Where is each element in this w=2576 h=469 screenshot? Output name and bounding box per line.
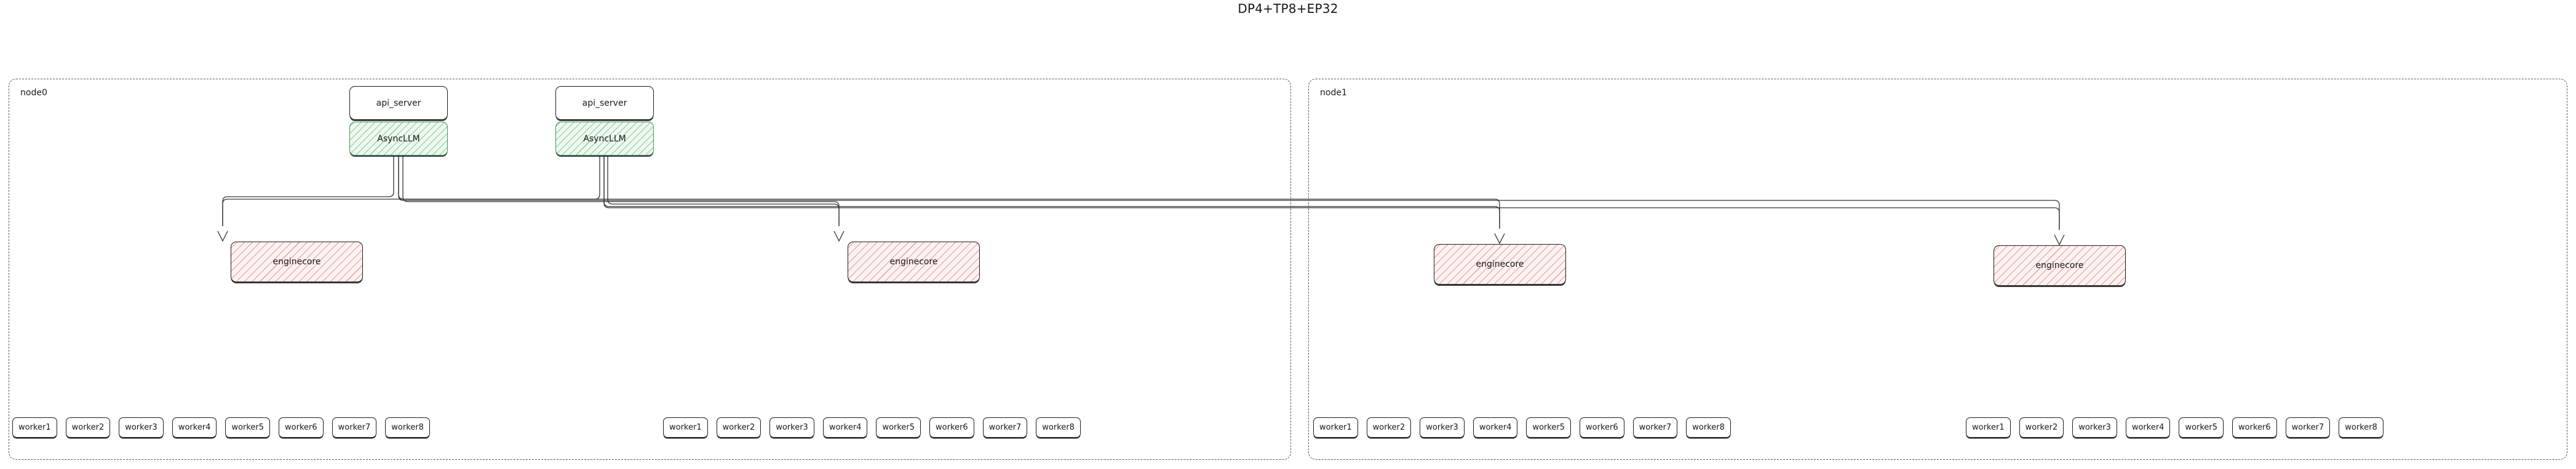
worker-box[interactable]: worker2 [65,417,111,438]
enginecore-label: enginecore [1476,259,1524,269]
worker-label: worker5 [882,423,915,432]
page-title: DP4+TP8+EP32 [1238,1,1338,16]
asyncllm-label: AsyncLLM [377,133,420,144]
worker-label: worker4 [2131,423,2165,432]
worker-box[interactable]: worker2 [716,417,761,438]
worker-label: worker5 [231,423,264,432]
worker-label: worker3 [2078,423,2111,432]
worker-box[interactable]: worker2 [2019,417,2064,438]
worker-label: worker6 [285,423,317,432]
worker-box[interactable]: worker7 [982,417,1028,438]
worker-box[interactable]: worker8 [2339,417,2383,438]
enginecore-label: enginecore [272,257,321,267]
worker-label: worker1 [1972,423,2005,432]
asyncllm-box[interactable]: AsyncLLM [349,122,448,156]
asyncllm-box[interactable]: AsyncLLM [555,122,654,156]
api-server-box[interactable]: api_server [555,86,654,120]
worker-box[interactable]: worker1 [12,417,57,438]
worker-box[interactable]: worker7 [332,417,377,438]
worker-box[interactable]: worker6 [929,417,974,438]
worker-label: worker8 [1692,423,1725,432]
enginecore-box[interactable]: enginecore [231,242,363,282]
worker-box[interactable]: worker6 [1580,417,1624,438]
worker-box[interactable]: worker7 [1632,417,1678,438]
node-cluster-node0: node0 [9,79,1291,460]
enginecore-label: enginecore [889,257,938,267]
api-server-label: api_server [376,98,421,108]
worker-box[interactable]: worker5 [1526,417,1572,438]
asyncllm-label: AsyncLLM [583,133,626,144]
enginecore-box[interactable]: enginecore [848,242,980,282]
worker-label: worker1 [1319,423,1352,432]
worker-box[interactable]: worker5 [876,417,921,438]
worker-box[interactable]: worker4 [172,417,217,438]
worker-label: worker5 [2185,423,2218,432]
worker-label: worker2 [71,423,105,432]
worker-group: worker1 worker2 worker3 worker4 worker5 … [1313,417,1731,438]
worker-label: worker4 [178,423,211,432]
enginecore-box[interactable]: enginecore [1434,244,1566,285]
worker-label: worker7 [338,423,371,432]
worker-box[interactable]: worker7 [2285,417,2331,438]
worker-label: worker6 [936,423,968,432]
worker-group: worker1 worker2 worker3 worker4 worker5 … [12,417,430,438]
worker-box[interactable]: worker8 [1686,417,1731,438]
worker-label: worker3 [1426,423,1458,432]
worker-box[interactable]: worker2 [1366,417,1412,438]
node-cluster-label-node0: node0 [20,88,47,98]
worker-label: worker7 [988,423,1022,432]
worker-box[interactable]: worker1 [1313,417,1358,438]
api-server-box[interactable]: api_server [349,86,448,120]
worker-box[interactable]: worker6 [2232,417,2277,438]
worker-label: worker4 [1479,423,1512,432]
worker-box[interactable]: worker3 [119,417,164,438]
worker-label: worker8 [1042,423,1075,432]
api-server-label: api_server [582,98,627,108]
worker-label: worker5 [1532,423,1565,432]
worker-label: worker6 [1586,423,1618,432]
worker-label: worker4 [829,423,862,432]
worker-box[interactable]: worker1 [663,417,708,438]
worker-label: worker7 [2291,423,2324,432]
worker-box[interactable]: worker4 [822,417,868,438]
worker-label: worker1 [18,423,51,432]
worker-label: worker2 [2025,423,2058,432]
worker-label: worker3 [776,423,808,432]
worker-label: worker8 [391,423,424,432]
worker-label: worker1 [669,423,702,432]
node-cluster-label-node1: node1 [1320,88,1347,98]
worker-box[interactable]: worker5 [2179,417,2224,438]
worker-label: worker2 [1372,423,1405,432]
worker-box[interactable]: worker5 [225,417,271,438]
worker-box[interactable]: worker1 [1966,417,2011,438]
worker-box[interactable]: worker3 [769,417,814,438]
worker-label: worker2 [722,423,755,432]
worker-box[interactable]: worker4 [1473,417,1518,438]
worker-box[interactable]: worker6 [279,417,324,438]
worker-box[interactable]: worker8 [1036,417,1081,438]
worker-box[interactable]: worker3 [2072,417,2117,438]
enginecore-label: enginecore [2035,261,2084,270]
worker-label: worker7 [1639,423,1672,432]
worker-label: worker6 [2238,423,2271,432]
node-cluster-node1: node1 [1308,79,2567,460]
worker-box[interactable]: worker8 [385,417,430,438]
worker-group: worker1 worker2 worker3 worker4 worker5 … [663,417,1081,438]
worker-group: worker1 worker2 worker3 worker4 worker5 … [1966,417,2383,438]
worker-label: worker3 [125,423,157,432]
enginecore-box[interactable]: enginecore [1994,245,2126,286]
worker-box[interactable]: worker4 [2125,417,2171,438]
worker-box[interactable]: worker3 [1420,417,1465,438]
worker-label: worker8 [2345,423,2377,432]
